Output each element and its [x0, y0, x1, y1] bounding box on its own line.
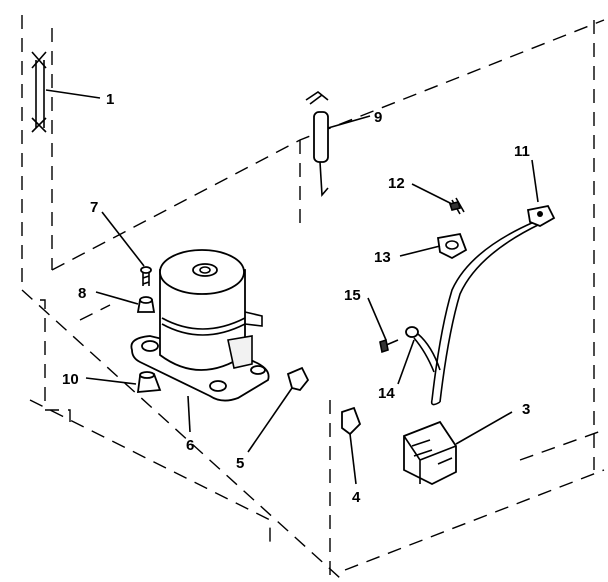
part-7-screw: [140, 266, 152, 286]
leader-lines: [45, 89, 539, 485]
compressor: [159, 249, 263, 371]
part-13-clamp: [436, 232, 468, 260]
part-15-screw: [379, 338, 399, 354]
cabinet-outline: [21, 15, 605, 579]
callout-1: 1: [106, 91, 114, 108]
callout-14: 14: [378, 385, 395, 402]
callout-11: 11: [514, 143, 530, 160]
callout-4: 4: [352, 489, 361, 506]
callout-13: 13: [374, 249, 391, 266]
callout-6: 6: [186, 437, 194, 454]
part-14-ground-wire: [405, 326, 441, 373]
part-11-cord: [430, 204, 556, 406]
callout-15: 15: [344, 287, 361, 304]
part-1-tube: [31, 51, 47, 133]
callout-9: 9: [374, 109, 382, 126]
callout-12: 12: [388, 175, 405, 192]
part-12-screw: [448, 197, 465, 215]
callout-3: 3: [522, 401, 530, 418]
part-9-probe: [305, 91, 329, 198]
part-3-relay: [403, 420, 457, 486]
callout-8: 8: [78, 285, 86, 302]
callout-5: 5: [236, 455, 244, 472]
part-8-grommet: [136, 296, 156, 313]
part-5-clip: [286, 366, 310, 392]
part-10-foot: [136, 371, 162, 393]
callout-10: 10: [62, 371, 79, 388]
callout-7: 7: [90, 199, 98, 216]
part-4-connector: [341, 406, 362, 436]
